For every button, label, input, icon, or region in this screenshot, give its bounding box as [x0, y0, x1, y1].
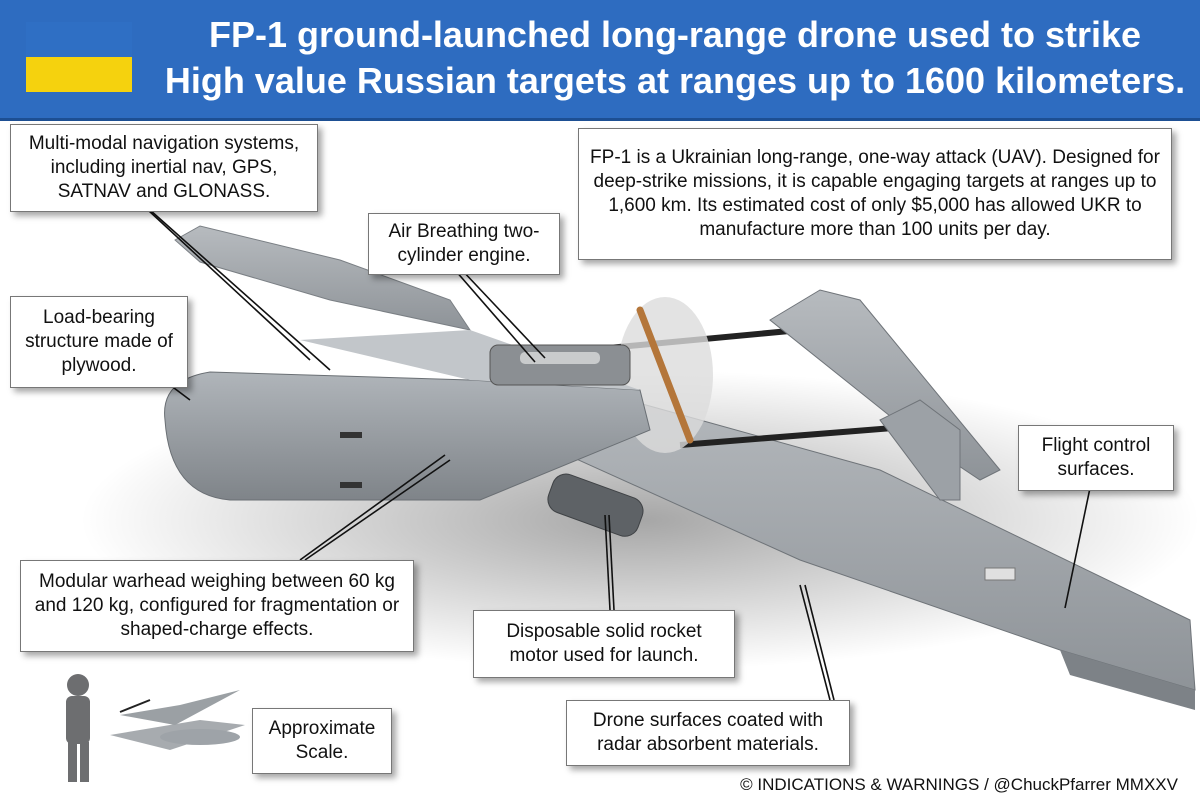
hatch-mark-1: [340, 432, 362, 438]
left-wing: [174, 225, 472, 331]
callout-navigation: Multi-modal navigation systems, includin…: [10, 124, 318, 212]
engine-cylinder: [520, 352, 600, 364]
callout-coating: Drone surfaces coated with radar absorbe…: [566, 700, 850, 766]
tail-surface-lower: [879, 399, 961, 501]
hatch-mark-2: [340, 482, 362, 488]
engine-block: [489, 344, 631, 386]
propeller-blade: [636, 306, 694, 444]
callout-engine: Air Breathing two-cylinder engine.: [368, 213, 560, 275]
right-wing-edge: [1060, 650, 1195, 710]
callout-rocket: Disposable solid rocket motor used for l…: [473, 610, 735, 678]
callout-warhead: Modular warhead weighing between 60 kg a…: [20, 560, 414, 652]
callout-scale: Approximate Scale.: [252, 708, 392, 774]
rocket-motor: [547, 473, 644, 537]
soldier-silhouette-icon: [66, 674, 90, 782]
title-line-2: High value Russian targets at ranges up …: [164, 60, 1186, 101]
leader-lines: [147, 209, 1091, 701]
fuselage: [164, 371, 651, 501]
scale-drone-icon: [110, 690, 245, 750]
wing-marking: [984, 567, 1016, 581]
callout-structure: Load-bearing structure made of plywood.: [10, 296, 188, 388]
callout-flight-control: Flight control surfaces.: [1018, 425, 1174, 491]
title-line-1: FP-1 ground-launched long-range drone us…: [208, 14, 1142, 55]
callout-description: FP-1 is a Ukrainian long-range, one-way …: [578, 128, 1172, 260]
copyright-footer: © INDICATIONS & WARNINGS / @ChuckPfarrer…: [740, 775, 1178, 794]
header-banner: FP-1 ground-launched long-range drone us…: [0, 0, 1200, 121]
ukraine-flag-icon: [26, 22, 132, 92]
